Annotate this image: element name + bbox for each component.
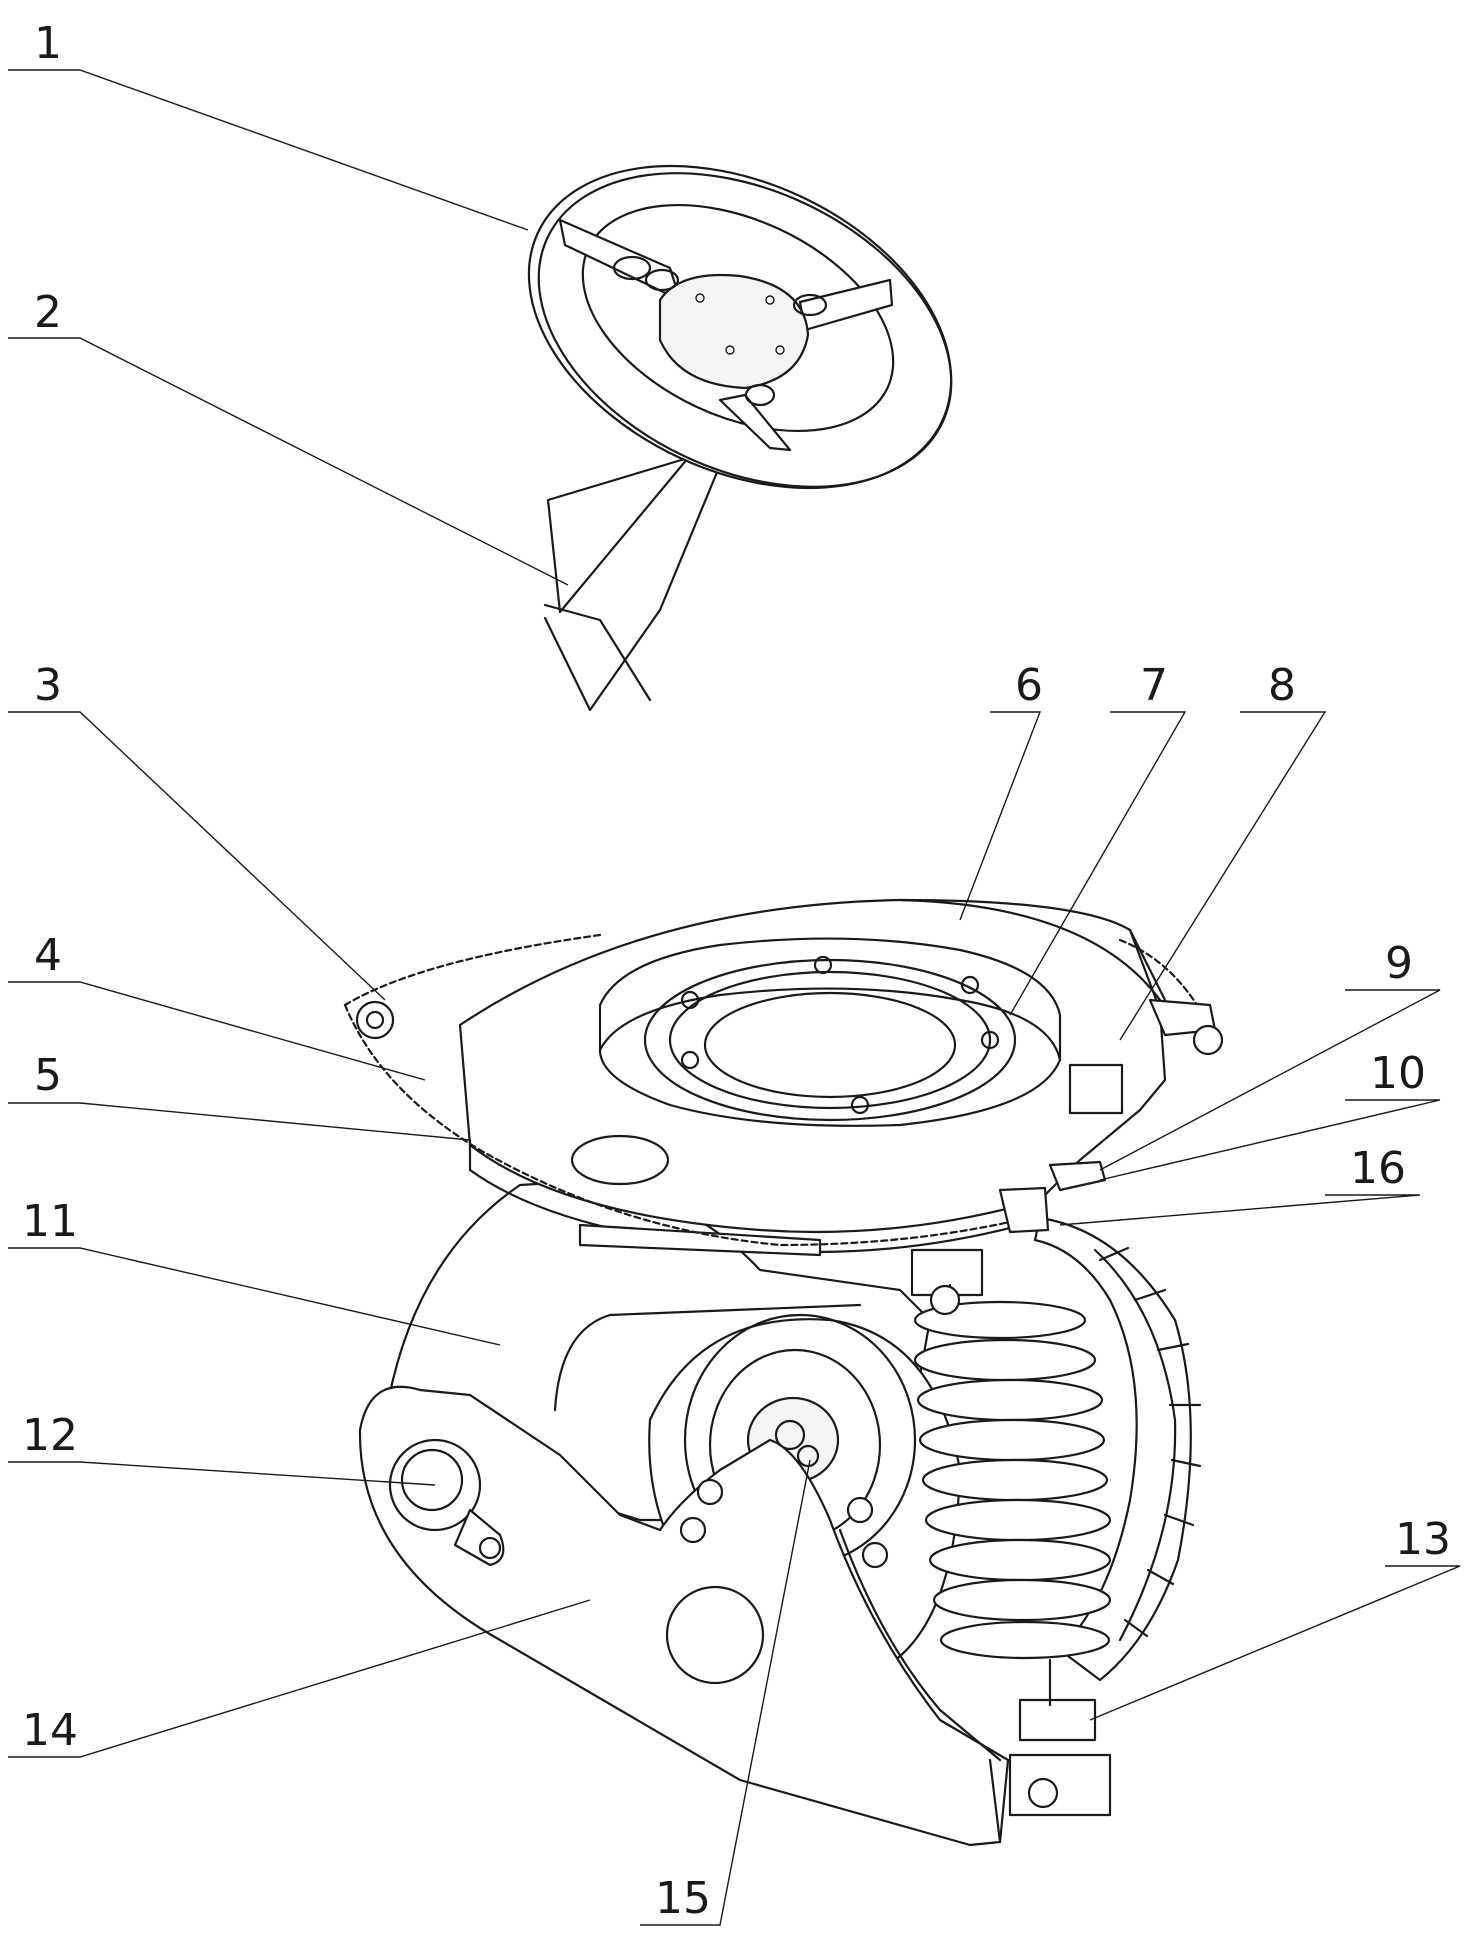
- label-6: 6: [1015, 660, 1043, 711]
- label-11: 11: [22, 1196, 78, 1247]
- leader-lines: [8, 69, 1461, 1926]
- sprocket-3: [355, 1000, 395, 1040]
- label-3: 3: [34, 660, 62, 711]
- label-5: 5: [34, 1050, 62, 1101]
- label-10: 10: [1370, 1048, 1426, 1099]
- end-cap: [665, 1585, 765, 1685]
- bolts: [679, 1284, 961, 1569]
- label-13: 13: [1395, 1514, 1451, 1565]
- wheel-tyre: [1033, 1216, 1202, 1682]
- label-14: 14: [22, 1705, 78, 1756]
- label-1: 1: [34, 18, 62, 69]
- callout-labels: 1 2 3 4 5 6 7 8 9 10 16 11 12 13 14 15: [22, 18, 1451, 1924]
- label-9: 9: [1385, 938, 1413, 989]
- label-15: 15: [655, 1873, 711, 1924]
- steering-column: [543, 456, 722, 712]
- label-8: 8: [1268, 660, 1296, 711]
- label-2: 2: [34, 287, 62, 338]
- tensioner-8-9-10: [998, 998, 1224, 1234]
- label-16: 16: [1350, 1143, 1406, 1194]
- label-7: 7: [1140, 660, 1168, 711]
- label-4: 4: [34, 930, 62, 981]
- label-12: 12: [22, 1410, 78, 1461]
- bearing-ring-6-7: [598, 937, 1062, 1127]
- steering-wheel: [527, 164, 953, 490]
